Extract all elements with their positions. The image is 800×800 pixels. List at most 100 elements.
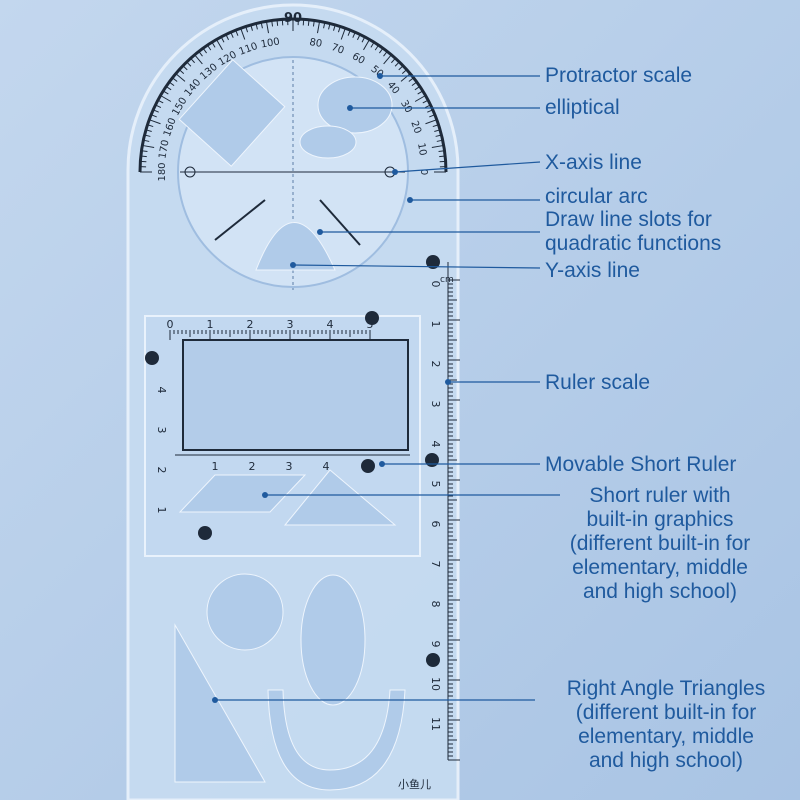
protractor-tick xyxy=(162,90,169,95)
trapezoid-slot xyxy=(283,469,397,526)
protractor-tick xyxy=(394,61,400,67)
protractor-tick xyxy=(207,44,212,51)
rectangle-slot xyxy=(178,59,286,167)
protractor-tick xyxy=(230,32,234,38)
protractor-tick xyxy=(142,144,155,149)
ruler-tick-label: 3 xyxy=(429,401,442,408)
short-ruler-tick-label: 4 xyxy=(323,460,330,473)
protractor-tick xyxy=(316,21,321,34)
protractor-tick xyxy=(363,39,370,51)
short-ruler-tick-label: 0 xyxy=(167,318,174,331)
protractor-tick xyxy=(165,86,172,91)
protractor-tick xyxy=(400,73,411,82)
protractor-tick xyxy=(340,28,346,40)
short-ruler-tick-label: 1 xyxy=(155,507,168,514)
protractor-tick xyxy=(240,28,246,40)
protractor-tick xyxy=(271,20,274,27)
protractor-tick xyxy=(401,69,408,75)
protractor-tick xyxy=(383,51,388,57)
parallelogram-slot xyxy=(178,474,307,513)
protractor-tick xyxy=(168,81,175,87)
label-short-ruler-graphics: Short ruler with built-in graphics (diff… xyxy=(530,484,790,604)
protractor-tick xyxy=(427,109,433,113)
protractor-tick xyxy=(155,104,162,109)
label-draw-line-slots-2: quadratic functions xyxy=(545,232,722,255)
label-protractor-scale: Protractor scale xyxy=(545,64,693,87)
protractor-tick xyxy=(145,129,152,132)
label-circular-arc: circular arc xyxy=(545,185,648,208)
protractor-tick xyxy=(157,99,164,104)
short-ruler-tick-label: 4 xyxy=(327,318,334,331)
protractor-tick xyxy=(436,139,443,142)
ruler-tick-label: 8 xyxy=(429,601,442,608)
ruler-tick-label: 10 xyxy=(429,677,442,691)
label-line: (different built-in for xyxy=(569,532,751,555)
protractor-tick xyxy=(374,44,379,51)
protractor-tick xyxy=(425,119,437,125)
protractor-tick xyxy=(307,19,310,26)
protractor-tick xyxy=(260,22,263,29)
protractor-tick-label: 100 xyxy=(260,36,281,50)
protractor-tick xyxy=(202,47,208,54)
protractor-tick xyxy=(198,51,203,57)
protractor-tick xyxy=(431,144,444,149)
protractor-tick xyxy=(175,73,186,82)
short-ruler-tick-label: 3 xyxy=(287,318,294,331)
short-ruler-tick-label: 2 xyxy=(155,467,168,474)
short-ruler-tick-label: 5 xyxy=(367,318,374,331)
short-ruler-tick-label: 3 xyxy=(155,427,168,434)
protractor-tick xyxy=(398,65,404,71)
protractor-tick xyxy=(150,114,157,118)
label-line: Right Angle Triangles xyxy=(566,677,766,700)
ruler-tick-label: 2 xyxy=(429,361,442,368)
protractor-tick xyxy=(328,23,331,30)
protractor-tick xyxy=(411,81,418,87)
protractor-tick-label: 170 xyxy=(157,139,171,160)
protractor-tick xyxy=(149,119,161,125)
label-movable-short-ruler: Movable Short Ruler xyxy=(545,453,737,476)
protractor-tick xyxy=(194,54,203,65)
protractor-tick xyxy=(323,22,326,29)
ruler-tick-label: 4 xyxy=(429,441,442,448)
protractor-tick-label: 0 xyxy=(418,169,429,175)
label-line: and high school) xyxy=(582,580,738,603)
protractor-tick xyxy=(245,26,249,33)
protractor-tick xyxy=(144,134,151,137)
protractor-tick xyxy=(408,77,414,82)
protractor-tick xyxy=(347,29,351,36)
protractor-tick xyxy=(178,69,185,75)
protractor-tick xyxy=(216,39,223,51)
protractor-tick xyxy=(143,139,150,142)
protractor-tick xyxy=(434,129,441,132)
ruler-tick-label: 5 xyxy=(429,481,442,488)
protractor-tick xyxy=(439,155,446,158)
label-elliptical: elliptical xyxy=(545,96,620,119)
protractor-tick xyxy=(378,47,384,54)
label-right-angle-triangles: Right Angle Triangles (different built-i… xyxy=(536,677,796,773)
protractor-tick xyxy=(383,54,392,65)
protractor-tick xyxy=(390,57,396,64)
parabola-slot xyxy=(255,222,336,271)
ruler-tick-label: 1 xyxy=(429,321,442,328)
protractor-tick xyxy=(147,124,154,128)
protractor-tick xyxy=(190,57,196,64)
protractor-tick xyxy=(422,99,429,104)
brand-logo-text: 小鱼儿 xyxy=(398,778,431,791)
protractor-tick xyxy=(225,34,230,41)
protractor-tick xyxy=(417,90,424,95)
short-ruler-tick-label: 1 xyxy=(207,318,214,331)
label-line: built-in graphics xyxy=(586,508,734,531)
protractor-tick xyxy=(438,150,445,153)
protractor-tick xyxy=(250,24,253,31)
protractor-tick xyxy=(265,21,270,34)
ruler-unit: cm xyxy=(440,275,454,285)
protractor-tick xyxy=(424,104,431,109)
ellipse-slot xyxy=(317,76,393,134)
protractor-tick xyxy=(211,41,216,48)
right-triangle-slot xyxy=(174,623,266,783)
protractor-tick-label: 180 xyxy=(157,162,168,181)
label-y-axis-line: Y-axis line xyxy=(545,259,640,282)
protractor-tick-label: 70 xyxy=(330,42,346,57)
label-line: elementary, middle xyxy=(578,725,754,748)
